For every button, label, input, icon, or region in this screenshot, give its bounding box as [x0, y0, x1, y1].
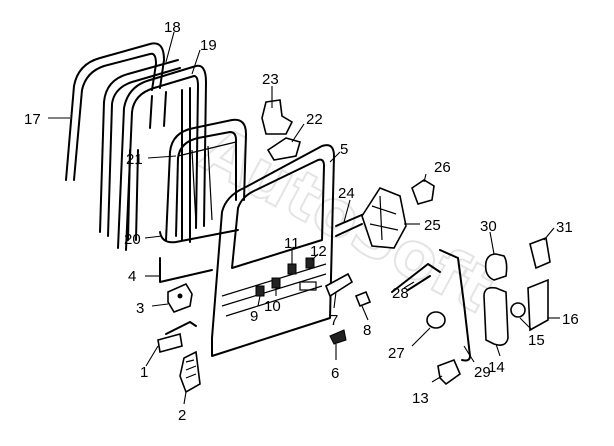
part-28-linkage [391, 263, 441, 293]
callout-13: 13 [412, 390, 429, 407]
door-handle-recess [299, 281, 317, 291]
callout-17: 17 [24, 111, 41, 128]
part-5-door-window-opening [231, 158, 325, 269]
callout-29: 29 [474, 364, 491, 381]
callout-1: 1 [140, 364, 148, 381]
callout-28: 28 [392, 285, 409, 302]
part-11-fastener [287, 263, 297, 275]
part-2-lower-hinge [179, 350, 201, 394]
part-26-striker [411, 179, 435, 205]
part-23-upper-guide [261, 99, 294, 135]
callout-9: 9 [250, 308, 258, 325]
callout-27: 27 [388, 345, 405, 362]
callout-25: 25 [424, 217, 441, 234]
callout-10: 10 [264, 298, 281, 315]
callout-5: 5 [340, 141, 348, 158]
callout-11: 11 [284, 235, 300, 252]
callout-21: 21 [126, 151, 143, 168]
callout-30: 30 [480, 218, 497, 235]
callout-26: 26 [434, 159, 451, 176]
part-17-outer-seal [65, 42, 165, 181]
part-19-run-channel [117, 64, 207, 251]
callout-16: 16 [562, 311, 579, 328]
part-6-clip [329, 329, 347, 345]
part-13-bracket [437, 358, 461, 386]
part-18-run-channel [99, 59, 181, 237]
part-24-rod [335, 213, 365, 237]
part-14-mirror [483, 286, 509, 346]
part-3-hinge-bolt [177, 293, 183, 299]
part-1-check-strap-rod [165, 321, 197, 335]
callout-8: 8 [363, 322, 371, 339]
callout-20: 20 [124, 231, 141, 248]
callout-14: 14 [488, 359, 505, 376]
callout-22: 22 [306, 111, 323, 128]
leader-lines [48, 31, 560, 405]
part-20-lower-channel [159, 229, 239, 244]
part-1-check-strap [157, 332, 183, 354]
part-10-fastener [271, 277, 281, 289]
callout-19: 19 [200, 37, 217, 54]
part-7-inner-handle [324, 272, 354, 298]
part-27-knob [426, 311, 446, 329]
callout-7: 7 [330, 312, 338, 329]
part-4-bracket [159, 257, 213, 283]
part-12-fastener [305, 257, 315, 269]
callout-6: 6 [331, 365, 339, 382]
part-8-bushing [354, 290, 372, 308]
callout-3: 3 [136, 300, 144, 317]
part-31-mirror-glass [529, 236, 551, 270]
part-25-lock-detail [369, 195, 399, 241]
callout-18: 18 [164, 19, 181, 36]
part-16-mirror-glass [527, 278, 549, 332]
part-2-hinge-detail [185, 359, 197, 379]
callout-12: 12 [310, 243, 327, 260]
part-30-cover [484, 253, 508, 281]
part-9-fastener [255, 285, 265, 297]
part-25-lock-mechanism [361, 187, 407, 249]
part-19-inner-strip [127, 87, 191, 243]
part-21-glass-pane [177, 141, 237, 225]
part-21-glass-frame [165, 118, 247, 241]
part-29-cable [439, 249, 471, 362]
callout-31: 31 [556, 219, 573, 236]
callout-4: 4 [128, 268, 136, 285]
part-5-door-shell [211, 144, 335, 357]
part-22-guide [266, 137, 301, 161]
callout-24: 24 [338, 185, 355, 202]
callout-2: 2 [178, 407, 186, 424]
callout-23: 23 [262, 71, 279, 88]
callout-15: 15 [528, 332, 545, 349]
part-15-mirror-mount [510, 302, 526, 318]
